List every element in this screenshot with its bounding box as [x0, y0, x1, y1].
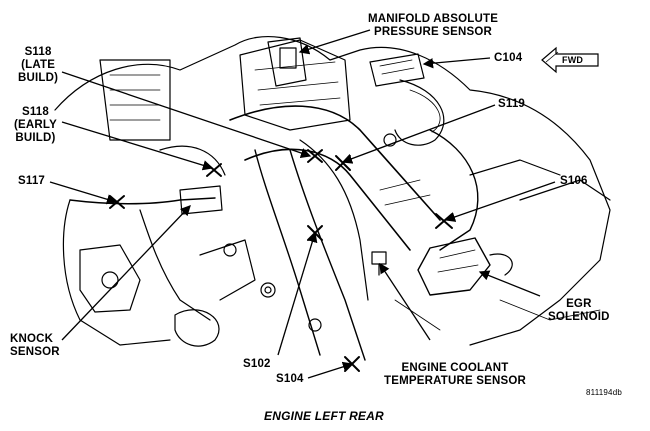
forward-direction-indicator: FWD	[540, 46, 602, 74]
map-sensor-label: MANIFOLD ABSOLUTE PRESSURE SENSOR	[368, 13, 498, 39]
s119-label: S119	[498, 98, 526, 110]
c104-label: C104	[494, 52, 523, 64]
knock-sensor-line1: KNOCK	[10, 333, 54, 345]
figure-id: 811194db	[586, 388, 623, 397]
s118-late-line2: (LATE	[21, 59, 56, 71]
egr-solenoid-line2: SOLENOID	[548, 311, 610, 323]
egr-solenoid-label: EGR SOLENOID	[548, 298, 610, 324]
knock-sensor-label: KNOCK SENSOR	[10, 333, 60, 359]
forward-arrow-icon	[541, 46, 599, 74]
s118-late-line3: BUILD)	[18, 72, 59, 84]
fwd-label: FWD	[562, 55, 584, 65]
s118-early-line2: (EARLY	[14, 119, 57, 131]
ect-sensor-label: ENGINE COOLANT TEMPERATURE SENSOR	[384, 362, 526, 388]
s118-early-line3: BUILD)	[15, 132, 56, 144]
s102-label: S102	[243, 358, 271, 370]
s118-late-line1: S118	[24, 46, 52, 58]
s106-label: S106	[560, 175, 588, 187]
map-sensor-label-line2: PRESSURE SENSOR	[374, 26, 493, 38]
s118-late-build-label: S118 (LATE BUILD)	[18, 46, 58, 85]
ect-sensor-line1: ENGINE COOLANT	[401, 362, 509, 374]
s117-label: S117	[18, 175, 46, 187]
egr-solenoid-line1: EGR	[566, 298, 592, 310]
figure-caption: ENGINE LEFT REAR	[264, 409, 384, 423]
map-sensor-label-line1: MANIFOLD ABSOLUTE	[368, 13, 499, 25]
ect-sensor-line2: TEMPERATURE SENSOR	[384, 375, 527, 387]
s104-label: S104	[276, 373, 304, 385]
s118-early-line1: S118	[21, 106, 49, 118]
knock-sensor-line2: SENSOR	[10, 346, 60, 358]
s118-early-build-label: S118 (EARLY BUILD)	[14, 106, 57, 145]
